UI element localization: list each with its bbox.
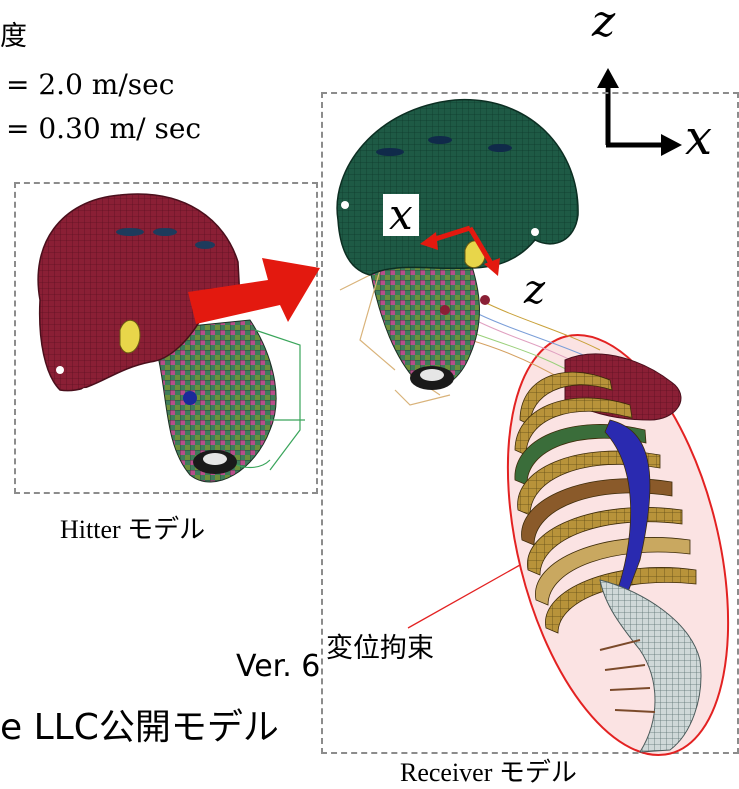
- constraint-label: 変位拘束: [326, 626, 434, 665]
- hitter-model-label: Hitter モデル: [60, 509, 205, 546]
- receiver-axis-x-label: x: [383, 194, 419, 236]
- constraint-leader-line: [408, 565, 520, 628]
- receiver-model-label: Receiver モデル: [400, 752, 577, 789]
- model-version-text: Ver. 6: [236, 649, 320, 684]
- receiver-axis-z-label: z: [518, 270, 551, 310]
- model-source-text: e LLC公開モデル: [0, 698, 279, 750]
